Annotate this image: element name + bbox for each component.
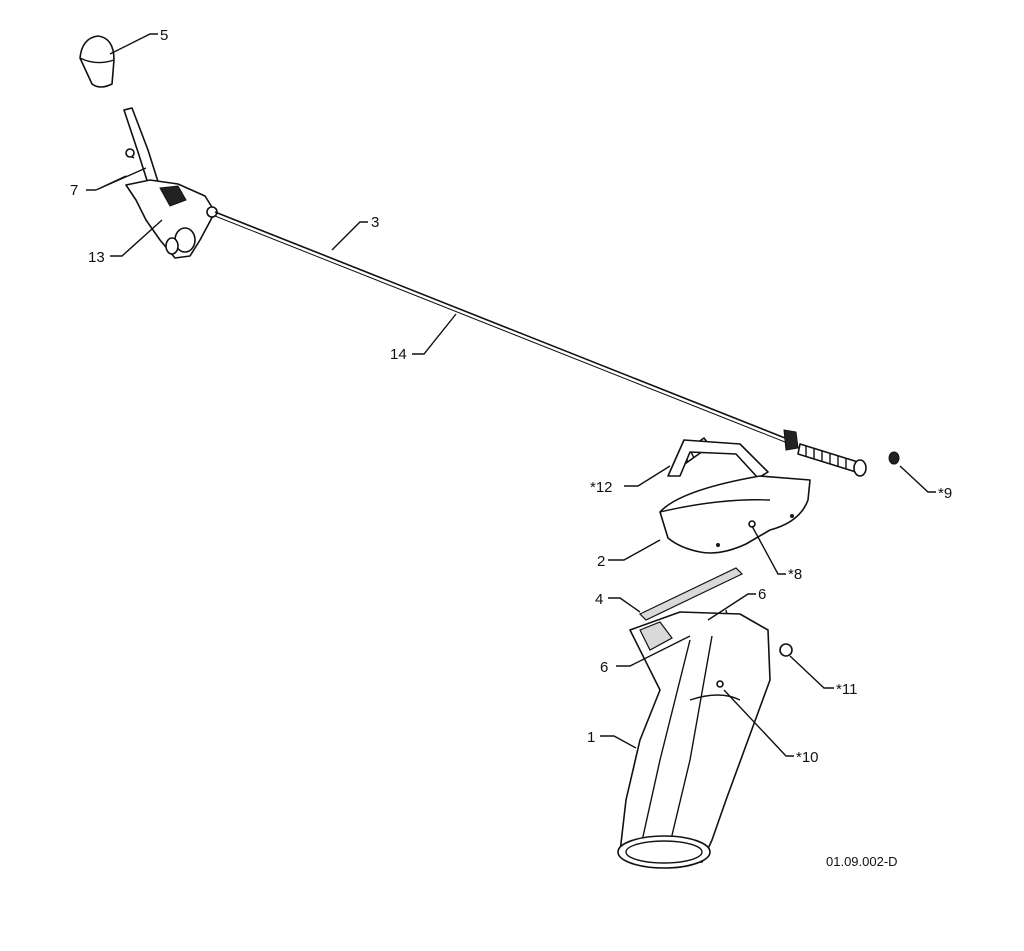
callout-3: 3 — [371, 214, 379, 231]
nut-part — [888, 451, 900, 465]
callout-14: 14 — [390, 346, 407, 363]
callout-8: *8 — [788, 566, 802, 583]
leader-lines — [86, 33, 936, 757]
callout-10: *10 — [796, 749, 819, 766]
callout-6-upper: 6 — [758, 586, 766, 603]
discharge-chute-part — [617, 611, 771, 869]
callout-6-lower: 6 — [600, 659, 608, 676]
callout-9: *9 — [938, 485, 952, 502]
rod-end-spring — [783, 429, 867, 477]
callout-11: *11 — [836, 681, 857, 698]
callout-1: 1 — [587, 729, 595, 746]
chute-insert-part — [638, 567, 744, 621]
drawing-number: 01.09.002-D — [826, 854, 898, 869]
callout-12: *12 — [590, 479, 613, 496]
knob-part — [79, 35, 115, 88]
control-rod — [214, 211, 791, 445]
flange-nut-part — [779, 643, 793, 657]
callout-7: 7 — [70, 182, 78, 199]
control-lever-assembly — [123, 107, 218, 259]
callout-13: 13 — [88, 249, 105, 266]
callout-2: 2 — [597, 553, 605, 570]
callout-5: 5 — [160, 27, 168, 44]
chute-deflector-part — [659, 439, 811, 554]
callout-4: 4 — [595, 591, 603, 608]
